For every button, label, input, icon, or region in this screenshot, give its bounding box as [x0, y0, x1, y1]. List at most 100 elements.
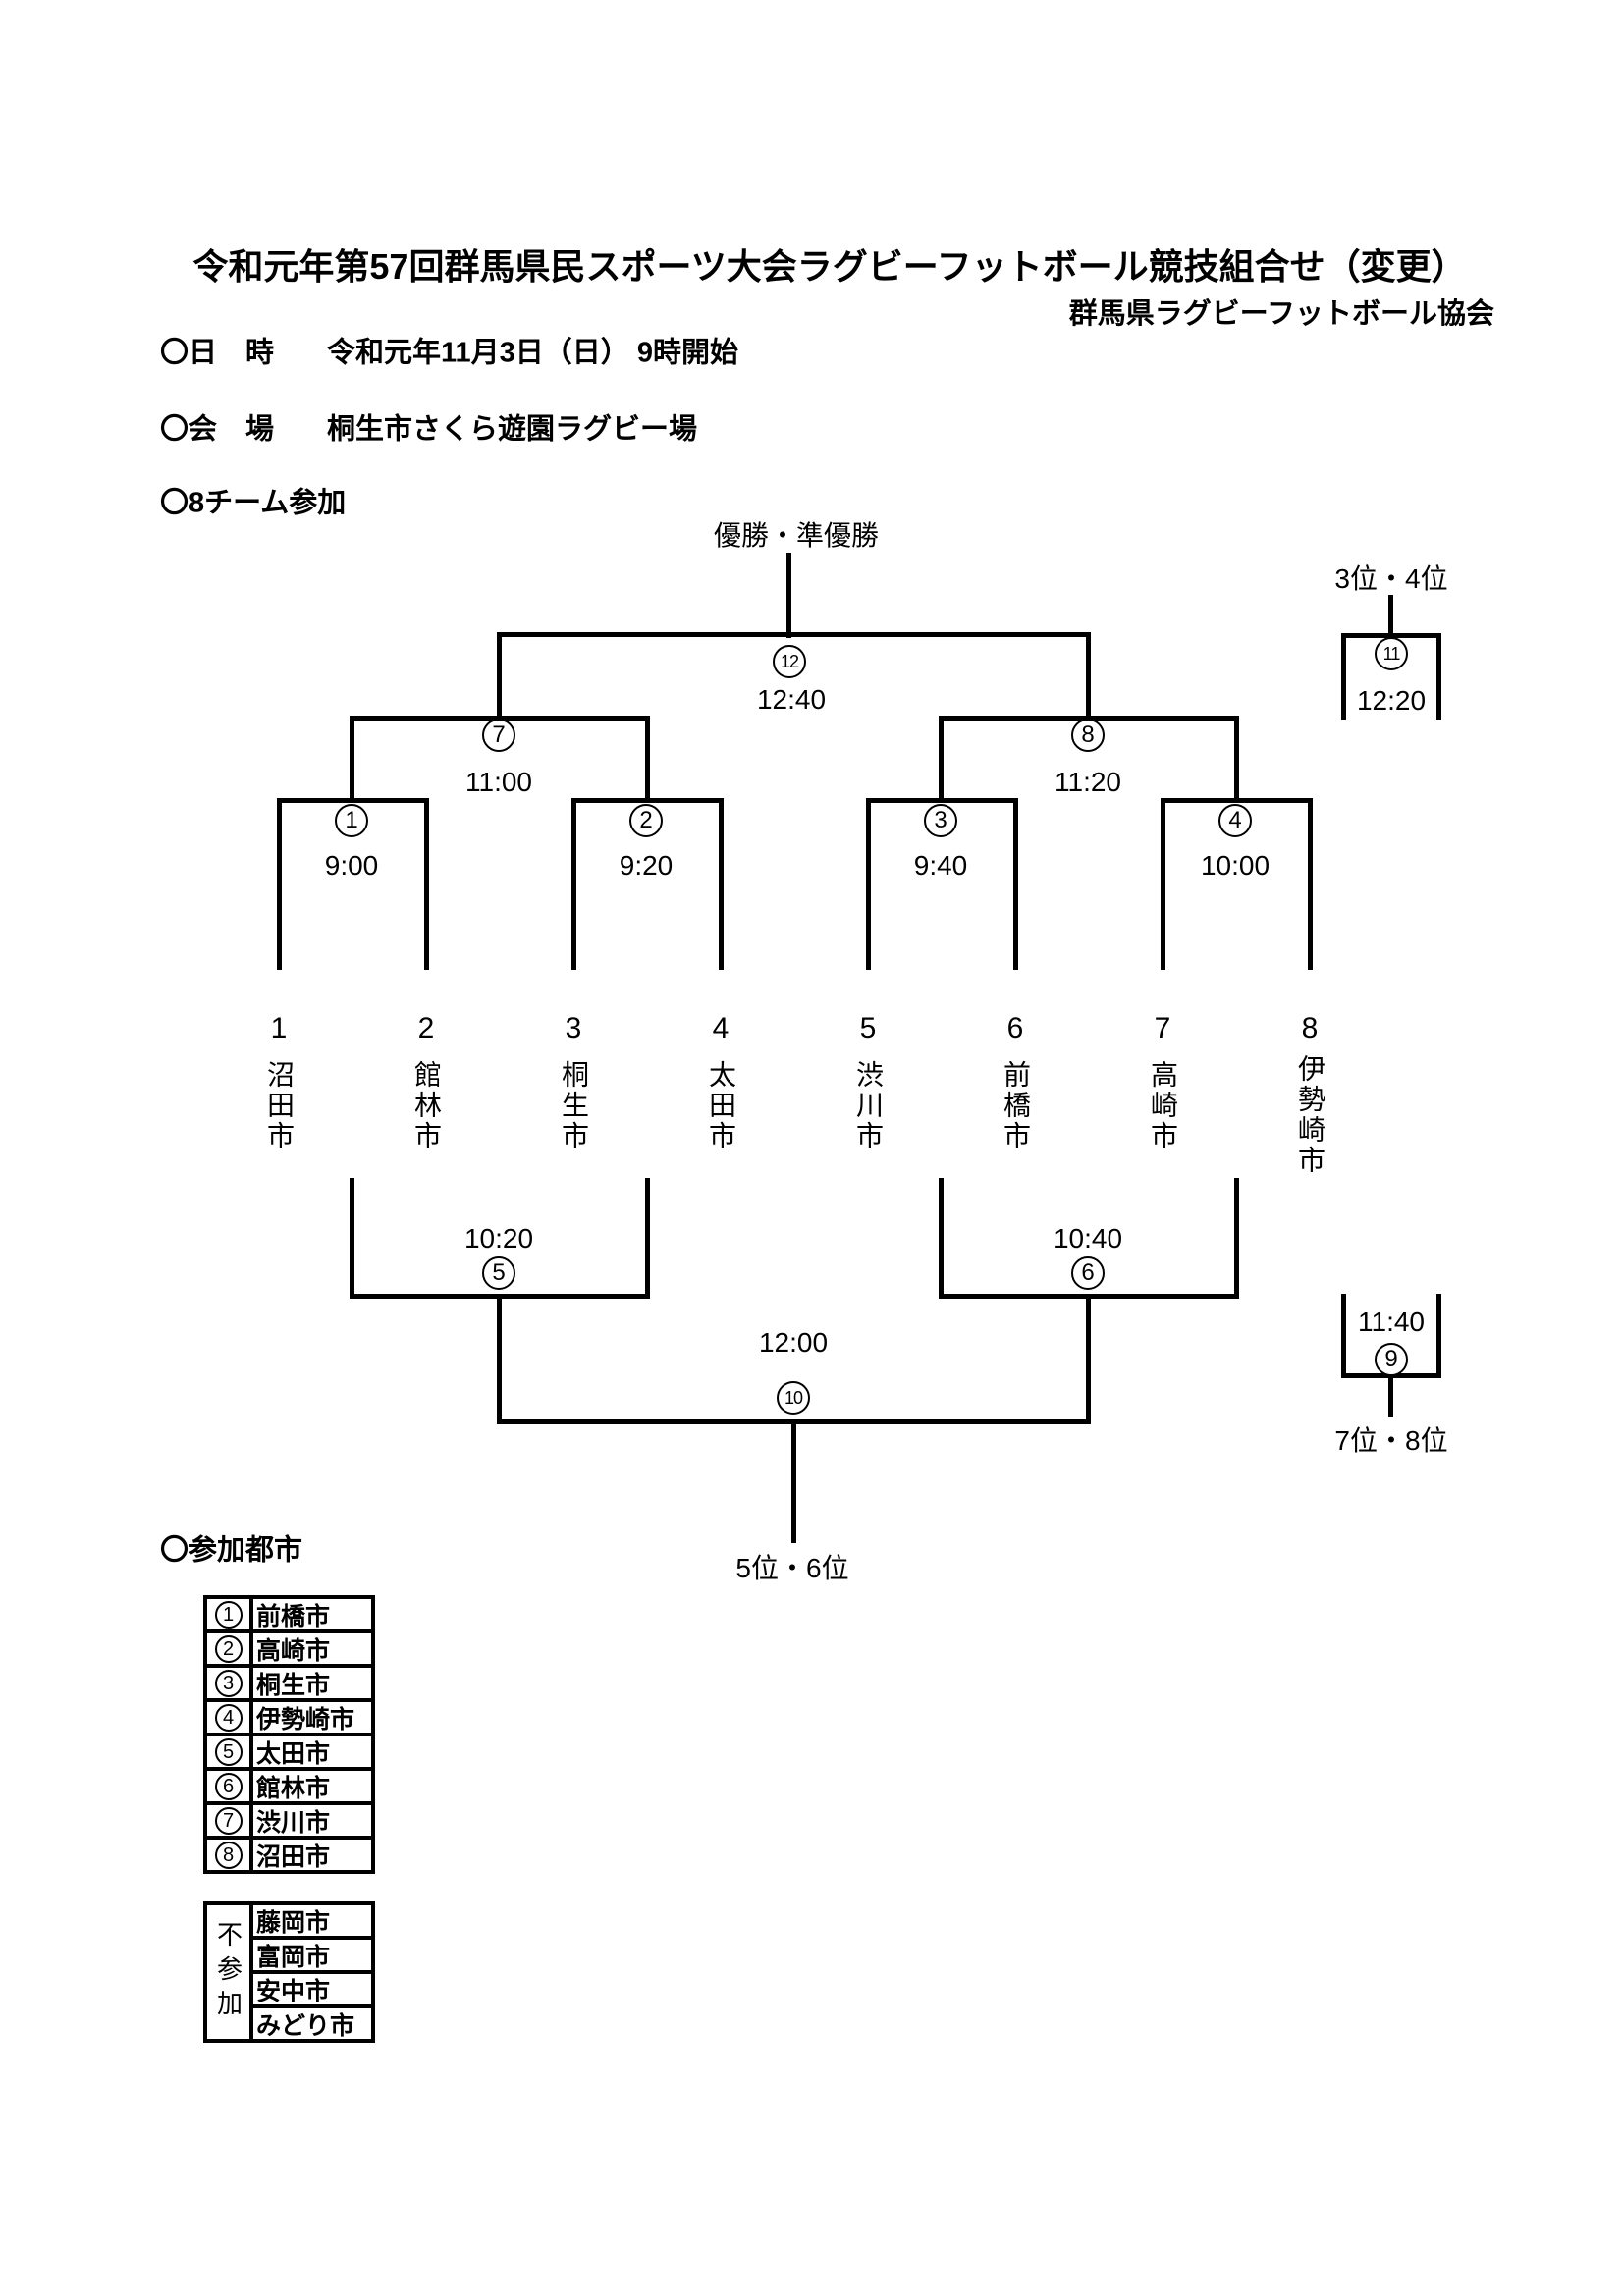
city-7-name: 渋川市 [256, 1808, 331, 1837]
bracket-line-match11 [1341, 633, 1441, 638]
match-8-time: 11:20 [1055, 767, 1121, 797]
venue-label: 〇会 場 [160, 413, 275, 446]
team-name-7: 高崎市 [1148, 1060, 1178, 1151]
match-12-time: 12:40 [756, 684, 827, 715]
table-row: 8 沼田市 [207, 1836, 371, 1870]
participation-note: 〇8チーム参加 [160, 487, 347, 519]
participants-heading: 〇参加都市 [160, 1534, 303, 1567]
bracket-line-drop4 [1234, 1178, 1239, 1298]
participants-table: 1 前橋市 2 高崎市 3 桐生市 4 伊勢崎市 5 太田市 6 館林市 7 渋… [203, 1595, 375, 1874]
fifth-sixth-label: 5位・6位 [735, 1553, 849, 1583]
match-7-number: 7 [482, 719, 515, 752]
city-4-number: 4 [214, 1703, 243, 1732]
team-name-1: 沼田市 [264, 1060, 295, 1151]
table-row: 1 前橋市 [207, 1599, 371, 1629]
non-participant-city-1: 藤岡市 [256, 1908, 331, 1937]
team-seed-3: 3 [565, 1012, 582, 1044]
team-seed-7: 7 [1154, 1012, 1171, 1044]
team-seed-5: 5 [859, 1012, 877, 1044]
city-6-name: 館林市 [256, 1774, 331, 1802]
non-participant-city-4: みどり市 [253, 2004, 371, 2039]
match-9-time: 11:40 [1358, 1307, 1425, 1337]
match-5-number: 5 [482, 1256, 515, 1290]
bracket-line-match10-down [791, 1419, 796, 1543]
bracket-line-drop3 [939, 1178, 944, 1298]
bracket-line-semifinal-right [939, 716, 1239, 721]
bracket-line-match1 [277, 798, 429, 803]
city-4-name: 伊勢崎市 [256, 1705, 355, 1734]
bracket-line-team1 [277, 798, 282, 970]
bracket-line-team4 [719, 798, 724, 970]
team-seed-1: 1 [270, 1012, 288, 1044]
city-2-name: 高崎市 [256, 1636, 331, 1665]
bracket-line-match4 [1161, 798, 1313, 803]
bracket-line-sf-left-a [350, 716, 354, 803]
bracket-line-team7 [1161, 798, 1165, 970]
match-8-number: 8 [1071, 719, 1105, 752]
team-name-2: 館林市 [411, 1060, 442, 1151]
bracket-line-sf-right-b [1234, 716, 1239, 803]
match-11-time: 12:20 [1356, 685, 1427, 716]
bracket-line-team6 [1013, 798, 1018, 970]
city-2-number: 2 [214, 1634, 243, 1663]
third-fourth-label: 3位・4位 [1334, 563, 1448, 594]
city-7-number: 7 [214, 1806, 243, 1835]
date-label: 〇日 時 [160, 337, 275, 369]
match-10-time: 12:00 [758, 1327, 829, 1358]
table-row: 4 伊勢崎市 [207, 1698, 371, 1733]
team-name-8: 伊勢崎市 [1295, 1054, 1325, 1176]
match-2-number: 2 [629, 804, 663, 837]
venue-value: 桐生市さくら遊園ラグビー場 [327, 413, 698, 446]
bracket-line-match9-right [1436, 1294, 1441, 1378]
champion-label: 優勝・準優勝 [713, 520, 880, 551]
city-5-number: 5 [214, 1737, 243, 1766]
team-seed-6: 6 [1006, 1012, 1024, 1044]
match-2-time: 9:20 [619, 850, 674, 881]
team-seed-4: 4 [712, 1012, 730, 1044]
match-10-number: 10 [777, 1381, 810, 1415]
city-1-number: 1 [214, 1600, 243, 1629]
bracket-line-match5-down [497, 1294, 502, 1424]
bracket-line-sf-right-a [939, 716, 944, 803]
match-1-time: 9:00 [324, 850, 379, 881]
table-row: 2 高崎市 [207, 1629, 371, 1664]
bracket-line-team8 [1308, 798, 1313, 970]
date-value: 令和元年11月3日（日） 9時開始 [327, 337, 738, 369]
bracket-line-team2 [424, 798, 429, 970]
non-participants-table: 不参加 藤岡市 富岡市 安中市 みどり市 [203, 1901, 375, 2043]
city-8-number: 8 [214, 1841, 243, 1869]
match-7-time: 11:00 [465, 767, 532, 797]
match-6-time: 10:40 [1053, 1223, 1123, 1254]
match-9-number: 9 [1375, 1343, 1408, 1376]
seventh-eighth-label: 7位・8位 [1334, 1425, 1448, 1456]
bracket-line-team3 [571, 798, 576, 970]
city-1-name: 前橋市 [256, 1602, 331, 1630]
match-5-time: 10:20 [463, 1223, 534, 1254]
team-name-5: 渋川市 [853, 1060, 884, 1151]
match-1-number: 1 [335, 804, 368, 837]
bracket-line-final-left [497, 632, 502, 721]
team-seed-8: 8 [1301, 1012, 1319, 1044]
match-11-number: 11 [1375, 637, 1408, 670]
team-name-4: 太田市 [706, 1060, 736, 1151]
bracket-line-match2 [571, 798, 724, 803]
match-3-time: 9:40 [913, 850, 968, 881]
bracket-line-match11-right [1436, 633, 1441, 720]
team-name-3: 桐生市 [559, 1060, 589, 1151]
match-3-number: 3 [924, 804, 957, 837]
city-3-name: 桐生市 [256, 1671, 331, 1699]
table-row: 7 渋川市 [207, 1801, 371, 1836]
team-seed-2: 2 [417, 1012, 435, 1044]
bracket-line-final-right [1086, 632, 1091, 721]
bracket-line-semifinal-left [350, 716, 650, 721]
team-name-6: 前橋市 [1001, 1060, 1031, 1151]
bracket-line-third-connector [1388, 595, 1393, 636]
bracket-line-drop1 [350, 1178, 354, 1298]
city-6-number: 6 [214, 1772, 243, 1800]
table-row: 3 桐生市 [207, 1664, 371, 1698]
table-row: 6 館林市 [207, 1767, 371, 1801]
bracket-line-team5 [866, 798, 871, 970]
bracket-line-match6-down [1086, 1294, 1091, 1424]
organization-name: 群馬県ラグビーフットボール協会 [1068, 298, 1494, 330]
